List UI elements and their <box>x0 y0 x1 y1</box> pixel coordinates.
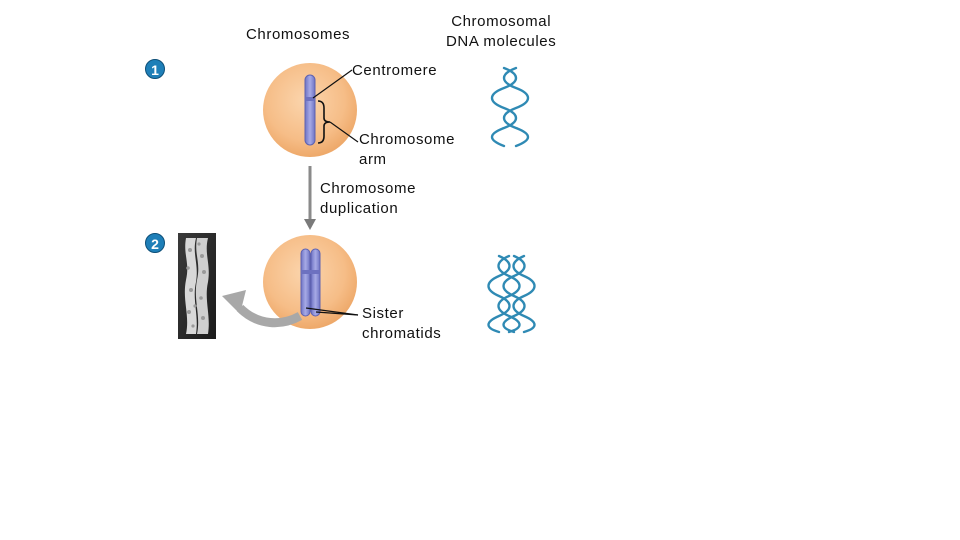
sister-chromatids-leader <box>305 307 359 316</box>
chromosome-arm-leader <box>329 121 359 143</box>
chromosome-unduplicated <box>304 74 316 146</box>
micrograph-arrow <box>222 290 303 328</box>
chromosomes-label: Chromosomes <box>246 26 351 43</box>
duplication-arrow <box>304 166 316 230</box>
centromere-label: Centromere <box>352 62 438 79</box>
duplication-label: Chromosome duplication <box>320 180 417 217</box>
dna-helix-2a <box>487 254 521 334</box>
chromosome-micrograph <box>178 233 216 339</box>
step-1-badge: 1 <box>145 59 165 79</box>
chromosome-arm-label: Chromosome arm <box>359 131 456 168</box>
sister-chromatids-shape <box>300 248 321 317</box>
centromere-leader <box>312 69 353 99</box>
dna-molecules-label: Chromosomal DNA molecules <box>446 13 557 50</box>
sister-chromatids-label: Sister chromatids <box>362 305 442 342</box>
dna-helix-1 <box>490 66 530 148</box>
step-2-badge: 2 <box>145 233 165 253</box>
dna-helix-2b <box>502 254 536 334</box>
